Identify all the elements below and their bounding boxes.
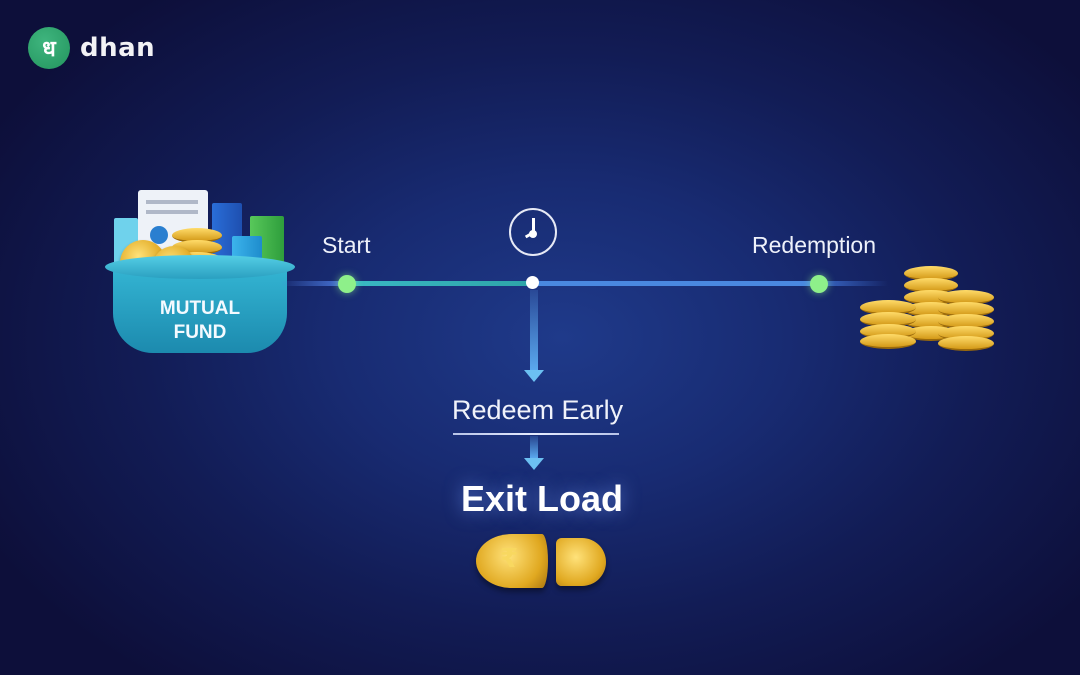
basket: MUTUAL FUND — [105, 255, 295, 355]
start-node — [338, 275, 356, 293]
down-arrow-2 — [530, 436, 538, 458]
brand-logo: ध dhan — [28, 27, 155, 69]
arrow-head-icon — [524, 458, 544, 470]
broken-rupee-coin-icon: ₹ — [476, 528, 608, 590]
redemption-node — [810, 275, 828, 293]
exit-load-label: Exit Load — [461, 478, 624, 519]
logo-glyph: ध — [42, 37, 56, 62]
midpoint-node — [526, 276, 539, 289]
divider — [453, 433, 619, 435]
redeem-early-label: Redeem Early — [452, 395, 624, 425]
coin-stacks-icon — [858, 262, 998, 352]
down-arrow-1 — [530, 290, 538, 370]
clock-icon — [509, 208, 557, 256]
brand-name: dhan — [80, 33, 156, 63]
redemption-label: Redemption — [752, 232, 877, 258]
basket-label-line2: FUND — [173, 322, 227, 343]
start-label: Start — [322, 232, 371, 258]
dhan-logo-icon: ध — [28, 27, 70, 69]
basket-label-line1: MUTUAL — [159, 298, 241, 319]
timeline-track — [280, 281, 888, 287]
arrow-head-icon — [524, 370, 544, 382]
